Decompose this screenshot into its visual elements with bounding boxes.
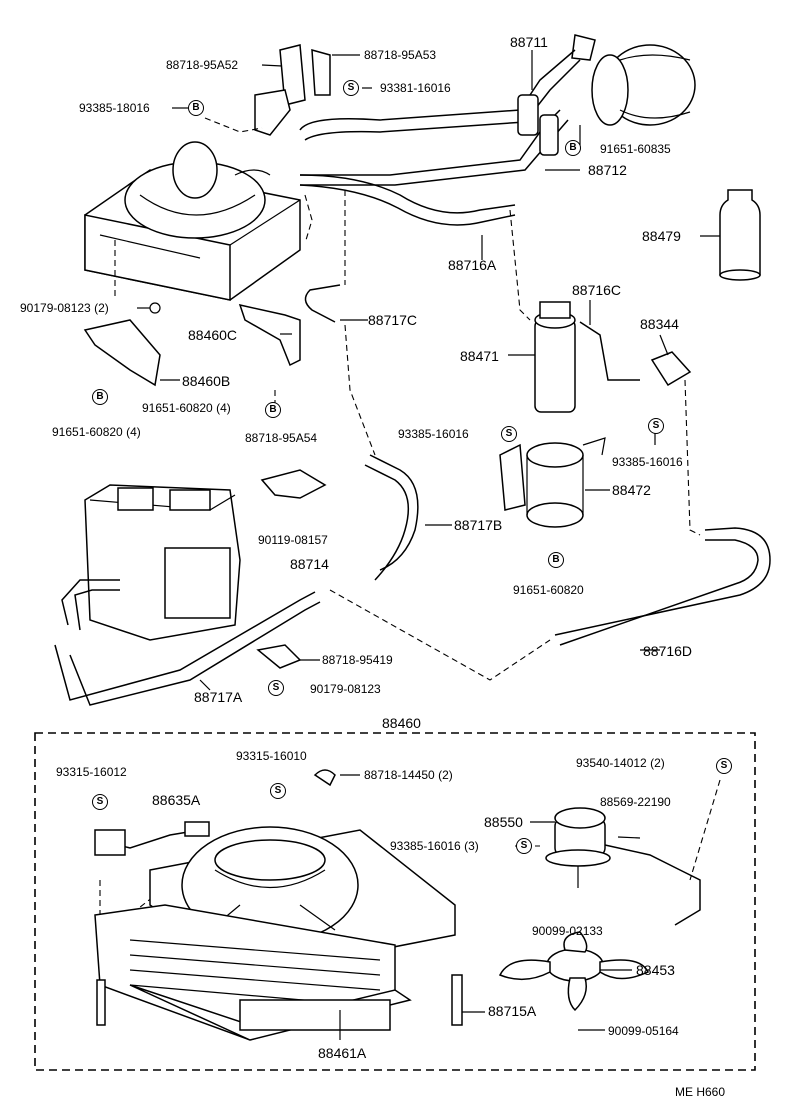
clamp-95a54-drawing xyxy=(260,469,327,499)
label-88460b: 88460B xyxy=(182,373,231,389)
label-93385-16016-3: 93385-16016 (3) xyxy=(390,839,479,853)
s-symbol-icon: S xyxy=(716,758,732,774)
label-93315-16010: 93315-16010 xyxy=(236,749,307,763)
label-88717c: 88717C xyxy=(368,312,418,328)
s-symbol-icon: S xyxy=(270,783,286,799)
label-88472: 88472 xyxy=(612,482,651,498)
label-93385-18016: 93385-18016 xyxy=(79,101,150,115)
assembly-88460-frame xyxy=(34,732,756,1071)
label-88717b: 88717B xyxy=(454,517,503,533)
label-88471: 88471 xyxy=(460,348,499,364)
label-88711: 88711 xyxy=(510,34,548,50)
label-93381-16016: 93381-16016 xyxy=(380,81,451,95)
clamp-95a53-drawing xyxy=(311,48,331,96)
label-88635a: 88635A xyxy=(152,792,201,808)
leader-lines xyxy=(137,50,720,691)
label-90099-02133: 90099-02133 xyxy=(532,924,603,938)
pipe-88716c-drawing xyxy=(579,321,640,381)
label-88460: 88460 xyxy=(382,715,421,731)
b-symbol-icon: B xyxy=(188,100,204,116)
label-91651-60820: 91651-60820 xyxy=(513,583,584,597)
label-88716a: 88716A xyxy=(448,257,497,273)
label-88461a: 88461A xyxy=(318,1045,367,1061)
label-91651-60835: 91651-60835 xyxy=(600,142,671,156)
hose-88716a-drawing xyxy=(299,174,516,214)
bolt-88715a-drawing xyxy=(451,974,463,1026)
label-88716c: 88716C xyxy=(572,282,622,298)
boot-88479-drawing xyxy=(719,189,761,276)
s-symbol-icon: S xyxy=(516,838,532,854)
label-93385-16016-a: 93385-16016 xyxy=(398,427,469,441)
s-symbol-icon: S xyxy=(343,80,359,96)
s-symbol-icon: S xyxy=(268,680,284,696)
label-91651-60820-4-b: 91651-60820 (4) xyxy=(52,425,141,439)
label-88714: 88714 xyxy=(290,556,329,572)
receiver-88471-drawing xyxy=(534,301,576,413)
label-90179-08123: 90179-08123 xyxy=(310,682,381,696)
label-93385-16016-b: 93385-16016 xyxy=(612,455,683,469)
label-88569-22190: 88569-22190 xyxy=(600,795,671,809)
label-88716d: 88716D xyxy=(643,643,693,659)
label-90179-08123-2: 90179-08123 (2) xyxy=(20,301,109,315)
label-88718-95a53: 88718-95A53 xyxy=(364,48,437,62)
motor-wiring-drawing xyxy=(604,844,701,926)
evaporator-unit-drawing xyxy=(84,484,241,641)
b-symbol-icon: B xyxy=(548,552,564,568)
b-symbol-icon: B xyxy=(92,389,108,405)
bracket-88460c-drawing xyxy=(238,303,301,367)
label-88715a: 88715A xyxy=(488,1003,537,1019)
label-93540-14012: 93540-14012 (2) xyxy=(576,756,665,770)
footer-code: ME H660 xyxy=(675,1085,726,1099)
label-88550: 88550 xyxy=(484,814,523,830)
b-symbol-icon: B xyxy=(265,402,281,418)
pipes-88717a-drawing xyxy=(54,591,316,701)
b-symbol-icon: B xyxy=(565,140,581,156)
bracket-88472-drawing xyxy=(499,437,606,528)
label-88460c: 88460C xyxy=(188,327,238,343)
label-88718-95419: 88718-95419 xyxy=(322,653,393,667)
clamp-95a52-drawing xyxy=(279,44,306,106)
s-symbol-icon: S xyxy=(501,426,517,442)
label-93315-16012: 93315-16012 xyxy=(56,765,127,779)
label-88479: 88479 xyxy=(642,228,681,244)
condenser-core-drawing xyxy=(94,904,412,1041)
pipe-88717c-drawing xyxy=(304,284,341,323)
label-88718-95a52: 88718-95A52 xyxy=(166,58,239,72)
hose-88716d-drawing xyxy=(554,527,771,636)
label-88717a: 88717A xyxy=(194,689,243,705)
label-88712: 88712 xyxy=(588,162,627,178)
motor-88550-drawing xyxy=(545,807,611,888)
label-91651-60820-4: 91651-60820 (4) xyxy=(142,401,231,415)
label-90119-08157: 90119-08157 xyxy=(258,533,328,547)
label-90099-05164: 90099-05164 xyxy=(608,1024,679,1038)
fan-blade-88453-drawing xyxy=(498,931,650,1012)
s-symbol-icon: S xyxy=(92,794,108,810)
bracket-88344-drawing xyxy=(650,351,692,387)
compressor-drawing xyxy=(571,34,696,126)
hose-88717b-drawing xyxy=(369,454,419,571)
label-88718-95a54: 88718-95A54 xyxy=(245,431,318,445)
hose-88711-drawing xyxy=(299,49,576,131)
blower-unit-drawing xyxy=(84,141,301,301)
label-88453: 88453 xyxy=(636,962,675,978)
s-symbol-icon: S xyxy=(648,418,664,434)
clamp-95419-drawing xyxy=(256,644,302,669)
label-88718-14450: 88718-14450 (2) xyxy=(364,768,453,782)
label-88344: 88344 xyxy=(640,316,679,332)
bracket-88460b-drawing xyxy=(83,319,161,387)
